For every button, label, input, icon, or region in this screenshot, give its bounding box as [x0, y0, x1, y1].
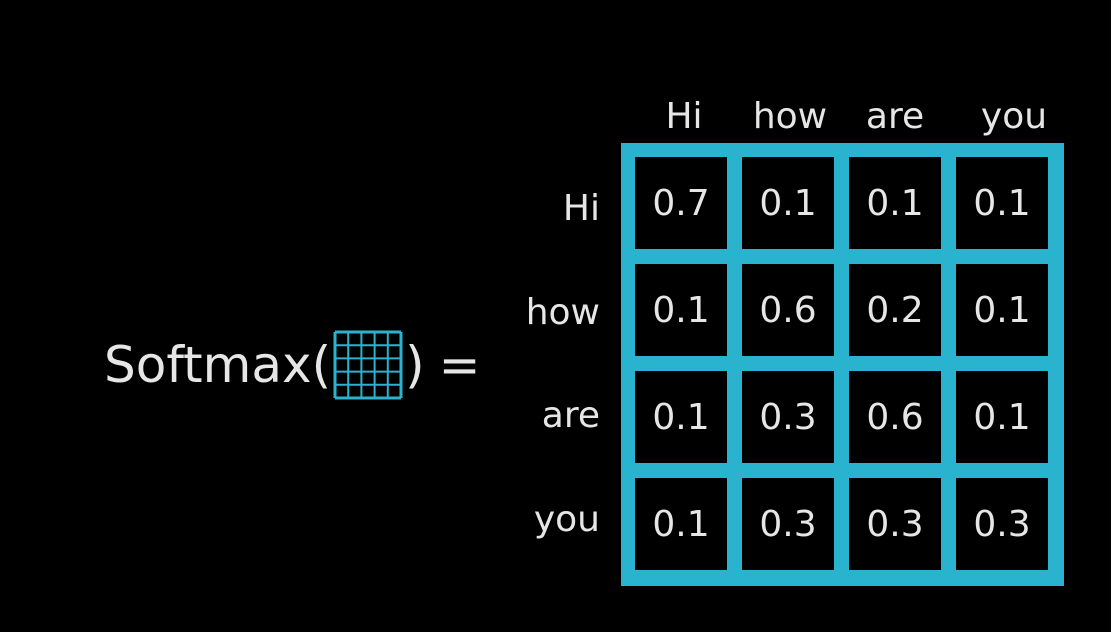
open-paren: (: [311, 336, 332, 394]
matrix-cell: 0.2: [849, 264, 941, 356]
matrix-grid-icon: [333, 330, 403, 400]
matrix-cell: 0.1: [956, 371, 1048, 463]
matrix-cell: 0.3: [849, 478, 941, 570]
equals-sign: =: [438, 336, 481, 394]
attention-matrix: 0.7 0.1 0.1 0.1 0.1 0.6 0.2 0.1 0.1 0.3 …: [621, 143, 1064, 586]
matrix-cell: 0.1: [635, 478, 727, 570]
matrix-cell: 0.1: [956, 264, 1048, 356]
matrix-cell: 0.3: [742, 478, 834, 570]
close-paren: ): [405, 336, 425, 394]
matrix-cell: 0.7: [635, 157, 727, 249]
row-label-how: how: [525, 292, 600, 333]
function-name: Softmax: [104, 336, 312, 394]
matrix-cell: 0.1: [635, 371, 727, 463]
matrix-cell: 0.1: [742, 157, 834, 249]
matrix-cell: 0.1: [849, 157, 941, 249]
column-label-hi: Hi: [665, 96, 703, 137]
matrix-cell: 0.3: [742, 371, 834, 463]
matrix-cell: 0.1: [635, 264, 727, 356]
row-label-are: are: [541, 395, 600, 436]
matrix-cell: 0.3: [956, 478, 1048, 570]
matrix-cell: 0.6: [742, 264, 834, 356]
column-label-are: are: [865, 96, 925, 137]
row-label-you: you: [533, 499, 600, 540]
row-label-hi: Hi: [562, 188, 600, 229]
softmax-formula: Softmax( )=: [104, 330, 481, 400]
matrix-cell: 0.1: [956, 157, 1048, 249]
matrix-cell: 0.6: [849, 371, 941, 463]
column-label-how: how: [752, 96, 828, 137]
column-label-you: you: [980, 96, 1048, 137]
